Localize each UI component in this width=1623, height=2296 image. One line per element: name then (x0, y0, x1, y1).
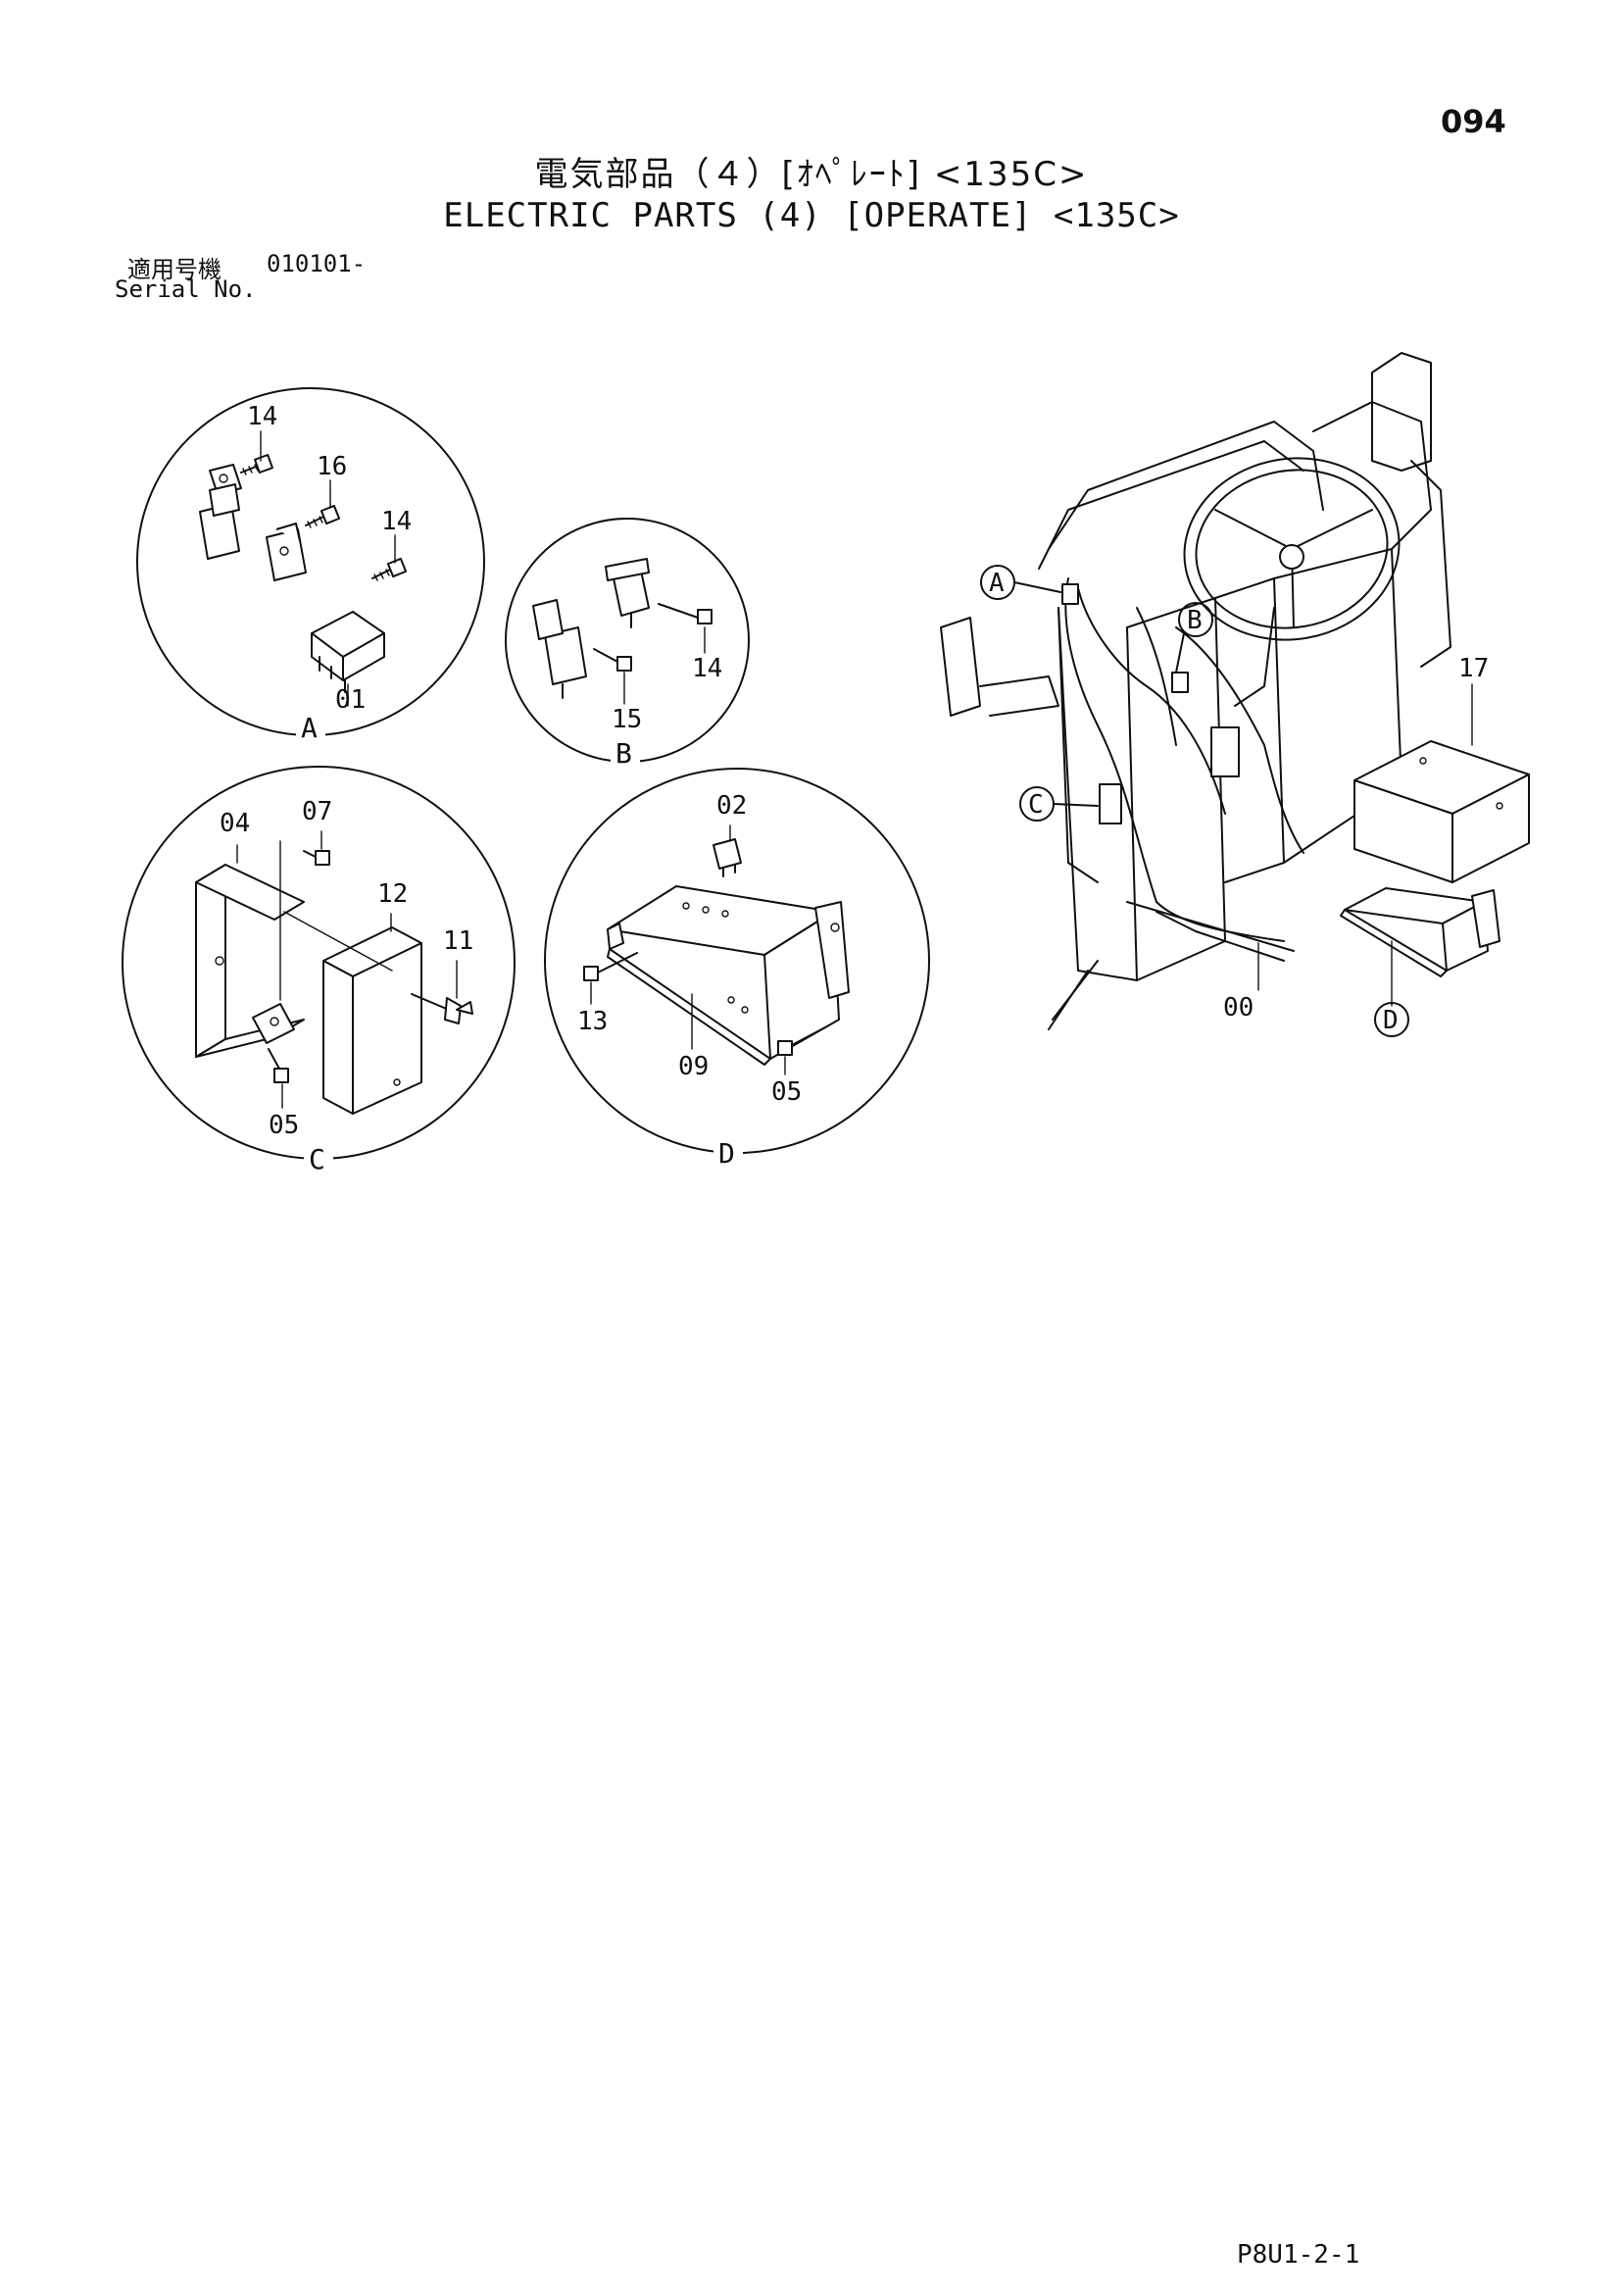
part-label: 07 (302, 797, 332, 826)
footer-code: P8U1-2-1 (1237, 2240, 1360, 2270)
wing-bolt-icon (411, 993, 473, 1024)
part-label: 02 (716, 791, 747, 821)
screw-icon (777, 1026, 826, 1056)
serial-range: 010101- (267, 250, 367, 277)
screw-icon (268, 1048, 289, 1083)
svg-text:C: C (1028, 790, 1044, 820)
detail-letter-a: A (301, 712, 318, 744)
svg-text:A: A (989, 569, 1005, 598)
part-label: 12 (377, 879, 408, 909)
control-box-icon (1099, 783, 1122, 824)
support-bracket-icon (607, 885, 850, 1066)
part-label: 09 (678, 1052, 709, 1081)
detail-view-b: 14 15 B (505, 518, 750, 770)
part-label: 01 (335, 685, 366, 715)
main-assembly-view: 17 00 A B C D (940, 352, 1530, 1037)
callout-b: B (1175, 602, 1213, 674)
steering-wheel-icon (1183, 457, 1401, 707)
part-label: 15 (612, 705, 642, 734)
part-label: 00 (1223, 993, 1254, 1023)
control-box-icon (322, 926, 422, 1115)
detail-letter-c: C (309, 1143, 325, 1175)
part-label: 17 (1458, 654, 1489, 683)
page-number: 094 (1441, 103, 1506, 140)
screw-icon (371, 557, 408, 581)
control-unit-box-icon (1353, 740, 1530, 883)
detail-letter-b: B (615, 737, 632, 770)
relay-bracket-icon (199, 464, 242, 560)
relay-icon (1171, 672, 1189, 693)
cable-icon (1126, 901, 1295, 952)
part-label: 14 (247, 402, 277, 431)
screw-icon (583, 952, 638, 981)
screw-icon (240, 454, 273, 475)
relay-unit-icon (1210, 726, 1240, 777)
mounting-bracket-icon (195, 864, 305, 1058)
part-label: 05 (269, 1111, 299, 1140)
detail-view-c: 04 07 12 11 05 C (122, 766, 516, 1175)
screw-icon (658, 603, 713, 624)
screw-icon (303, 850, 330, 866)
part-label: 04 (220, 809, 250, 838)
relay-bracket-icon (266, 523, 307, 581)
screw-icon (593, 648, 632, 672)
relay-unit-icon (311, 611, 385, 693)
relay-icon (605, 558, 650, 628)
relay-icon (532, 599, 587, 699)
serial-label-japanese: 適用号機 (127, 256, 221, 283)
title-english: ELECTRIC PARTS (4) [OPERATE] <135C> (443, 196, 1180, 235)
wiring-harness-icon (1064, 577, 1304, 962)
callout-a: A (980, 565, 1061, 600)
detail-view-a: 14 16 14 01 A (136, 387, 485, 744)
callout-d: D (1374, 1002, 1409, 1037)
screw-icon (305, 504, 341, 528)
part-label: 14 (381, 507, 412, 536)
svg-text:D: D (1383, 1006, 1399, 1035)
part-label: 16 (317, 452, 347, 481)
relay-icon (713, 838, 742, 877)
detail-a-circle (136, 387, 485, 736)
svg-text:B: B (1187, 606, 1203, 635)
part-label: 11 (443, 926, 473, 956)
part-label: 13 (577, 1007, 608, 1036)
part-label: 05 (771, 1077, 802, 1107)
serial-label-english: Serial No. (115, 275, 257, 303)
detail-letter-d: D (718, 1137, 735, 1170)
support-bracket-icon (1340, 887, 1500, 977)
title-japanese: 電気部品（４）[ｵﾍﾟﾚｰﾄ] <135C> (534, 155, 1089, 194)
relay-icon (1061, 583, 1079, 605)
detail-d-circle (544, 768, 930, 1154)
detail-view-d: 02 13 09 05 D (544, 768, 930, 1170)
callout-c: C (1019, 786, 1099, 822)
part-label: 14 (692, 654, 722, 683)
